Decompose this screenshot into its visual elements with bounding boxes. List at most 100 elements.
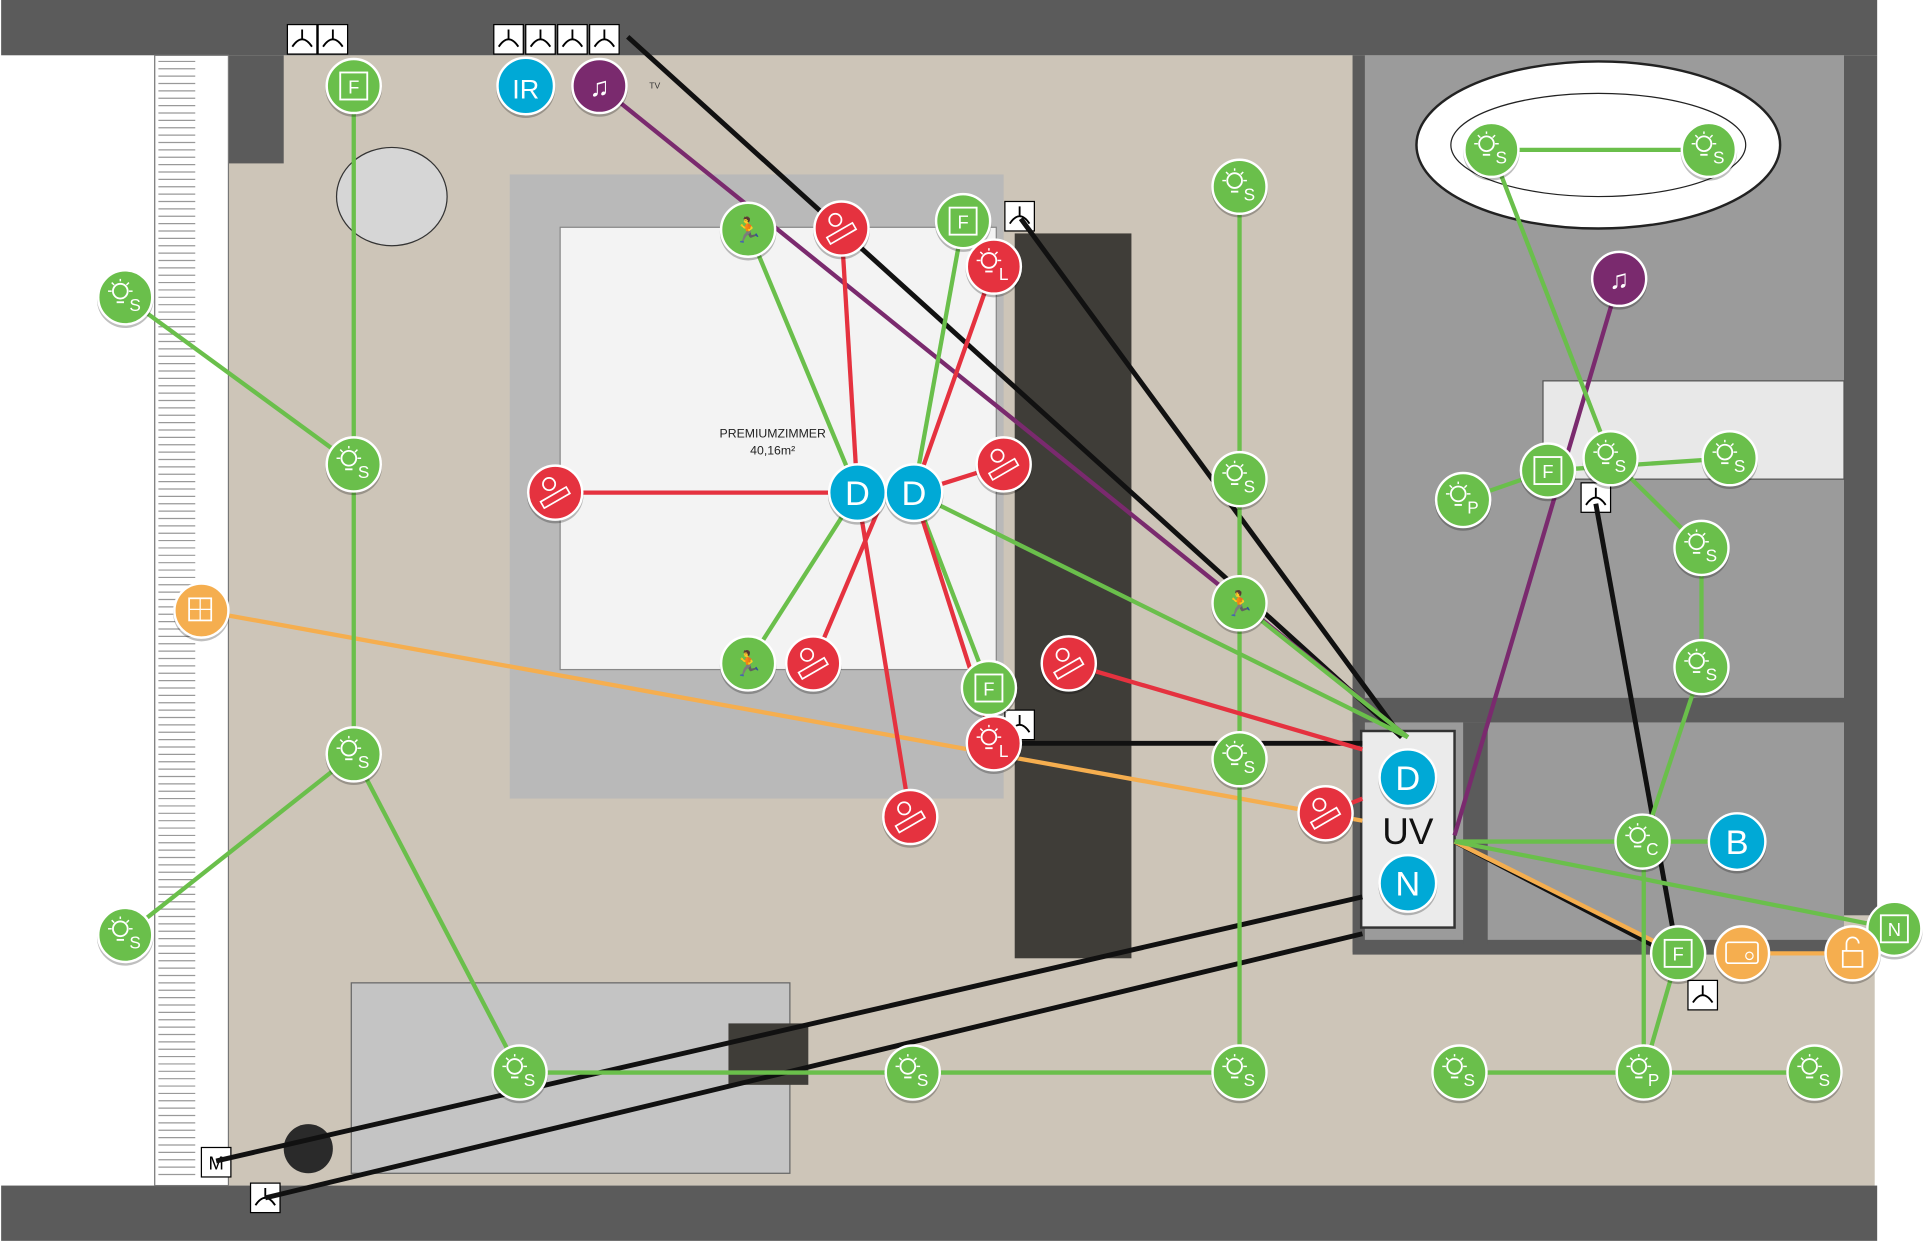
running-person-icon: 🏃 [1224, 589, 1255, 618]
light-node[interactable]: S [1463, 121, 1520, 181]
light-node[interactable]: S [1431, 1044, 1488, 1104]
light-node[interactable]: S [1673, 638, 1730, 698]
light-bulb-icon [108, 916, 133, 941]
light-type-label: S [1244, 1070, 1255, 1090]
led-strip-node[interactable] [1040, 635, 1098, 695]
light-node[interactable]: C [1614, 813, 1671, 873]
light-node[interactable]: P [1615, 1044, 1672, 1104]
device-label: N [1395, 866, 1420, 904]
light-node[interactable]: S [325, 726, 383, 786]
light-node[interactable]: S [96, 906, 154, 966]
wall-bottom [1, 1185, 1878, 1241]
light-node[interactable]: S [1211, 450, 1268, 510]
door-lock-node[interactable] [1824, 925, 1881, 985]
light-node[interactable]: S [1211, 731, 1268, 790]
power-outlet-icon [1004, 200, 1035, 232]
node-circle [1713, 925, 1771, 982]
keycard-reader-node[interactable] [1713, 925, 1771, 985]
light-node[interactable]: S [1673, 519, 1730, 579]
red-connection-line [911, 265, 996, 494]
light-node[interactable]: P [1434, 471, 1492, 531]
light-node[interactable]: S [1701, 430, 1758, 489]
light-node[interactable]: S [96, 269, 154, 329]
switch-node[interactable]: F [1519, 442, 1577, 502]
led-strip-node[interactable] [1297, 785, 1354, 845]
switch-icon [1533, 456, 1563, 485]
red-connection-line [839, 228, 860, 493]
node-circle [1378, 748, 1438, 808]
light-bulb-icon [502, 1054, 527, 1079]
led-strip-node[interactable] [813, 200, 870, 260]
switch-node[interactable]: F [934, 192, 992, 252]
device-node[interactable]: B [1707, 812, 1767, 874]
light-node[interactable]: S [1211, 158, 1268, 218]
black-connection-line [626, 35, 1404, 739]
node-circle [1378, 853, 1438, 913]
led-strip-node[interactable] [784, 635, 842, 695]
armchair [335, 146, 448, 247]
light-bulb-icon [336, 445, 362, 471]
green-connection-line [1238, 601, 1410, 739]
node-circle [1707, 812, 1767, 872]
device-label: D [1395, 760, 1420, 798]
node-circle [496, 56, 556, 116]
tv-label: TV [649, 80, 660, 90]
led-strip-icon [987, 448, 1020, 482]
device-node[interactable]: D [1378, 748, 1438, 810]
dimmable-light-node[interactable]: L [965, 715, 1023, 774]
light-bulb-icon [1474, 131, 1499, 156]
switch-node[interactable]: F [325, 57, 383, 117]
device-label: IR [512, 74, 539, 104]
light-node[interactable]: S [1786, 1044, 1843, 1104]
room-name: PREMIUMZIMMER [720, 426, 826, 440]
light-node[interactable]: S [884, 1044, 941, 1104]
light-type-label: S [129, 295, 140, 315]
red-connection-line [1068, 661, 1364, 752]
light-node[interactable]: S [1582, 430, 1639, 489]
light-bulb-icon [336, 735, 362, 761]
purple-connection-line [1452, 278, 1622, 837]
green-connection-line [746, 228, 860, 494]
light-node[interactable]: S [1211, 1044, 1268, 1104]
light-type-label: S [1495, 147, 1506, 167]
audio-node[interactable]: ♫ [1590, 250, 1648, 310]
switch-label: F [1542, 461, 1553, 482]
light-node[interactable]: S [491, 1044, 548, 1104]
light-type-label: S [1244, 184, 1255, 204]
light-node[interactable]: S [1680, 121, 1738, 181]
led-strip-node[interactable] [975, 436, 1032, 496]
motion-sensor-node[interactable]: 🏃 [719, 201, 777, 261]
motion-sensor-node[interactable]: 🏃 [719, 635, 777, 695]
light-bulb-icon [1626, 1054, 1652, 1079]
device-node[interactable]: IR [496, 56, 556, 118]
node-circle [719, 201, 777, 258]
switch-node[interactable]: N [1866, 900, 1923, 960]
window-contact-node[interactable] [173, 582, 230, 642]
audio-node[interactable]: ♫ [571, 57, 628, 117]
unlocked-padlock-icon [1841, 936, 1864, 968]
dimmable-light-node[interactable]: L [965, 238, 1023, 298]
green-connection-line [1641, 666, 1704, 843]
led-strip-node[interactable] [882, 788, 939, 848]
node-circle [884, 463, 944, 523]
switch-node[interactable]: F [960, 659, 1018, 719]
wall-top [1, 0, 1878, 56]
led-strip-icon [1052, 647, 1085, 681]
light-type-label: S [1244, 757, 1255, 777]
green-connection-line [911, 220, 966, 494]
switch-label: F [957, 212, 968, 233]
motion-sensor-node[interactable]: 🏃 [1211, 574, 1268, 634]
device-node[interactable]: N [1378, 853, 1438, 916]
led-strip-node[interactable] [526, 464, 584, 524]
device-node[interactable]: D [827, 463, 887, 525]
switch-node[interactable]: F [1649, 925, 1707, 985]
red-connection-line [811, 491, 888, 665]
led-strip-icon [539, 477, 572, 510]
light-type-label: S [1244, 477, 1255, 497]
wardrobe [1014, 233, 1132, 959]
light-node[interactable]: S [325, 436, 383, 496]
light-bulb-icon [1684, 529, 1709, 554]
device-node[interactable]: D [884, 463, 944, 525]
light-bulb-icon [1712, 439, 1738, 465]
